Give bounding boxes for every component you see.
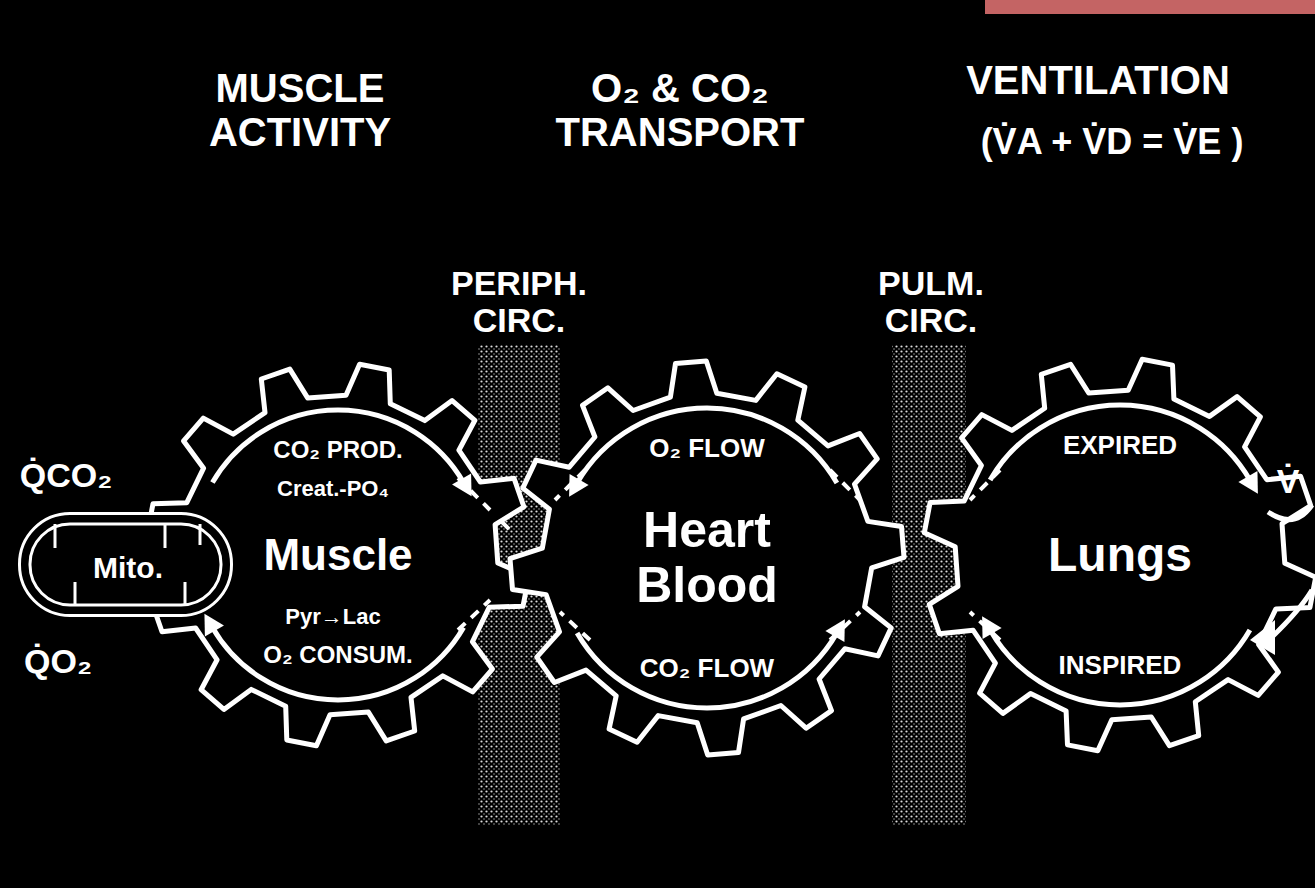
- mito-crista: [199, 524, 202, 545]
- heart-gear: Heart Blood O₂ FLOW CO₂ FLOW: [510, 361, 904, 755]
- gear-outline: [510, 361, 904, 755]
- formula-label: (V̇A + V̇D = V̇E ): [981, 122, 1244, 162]
- mito-inner: [30, 524, 221, 605]
- process-label: O₂ FLOW: [649, 434, 765, 463]
- process-label: Pyr→Lac: [285, 605, 380, 629]
- mito-crista: [164, 524, 167, 548]
- muscle-gear: Muscle CO₂ PROD. Creat.-PO₄ Pyr→Lac O₂ CONSU…: [146, 363, 530, 747]
- arrow-head: [204, 614, 224, 637]
- node-title: Mito.: [87, 551, 169, 584]
- mito-crista: [184, 582, 187, 605]
- mito-crista: [54, 524, 57, 548]
- transfer-dash: [830, 612, 860, 640]
- node-title: Heart Blood: [627, 503, 787, 613]
- transfer-dash: [555, 470, 585, 500]
- process-label: CO₂ FLOW: [640, 654, 774, 683]
- mitochondrion-capsule: Mito.: [18, 512, 233, 617]
- mito-crista: [74, 582, 77, 605]
- node-title: Lungs: [1048, 529, 1192, 582]
- lungs-gear: Lungs EXPIRED INSPIRED: [923, 358, 1315, 752]
- flow-arc: [212, 410, 463, 483]
- transfer-dash: [458, 600, 490, 630]
- vent-arrow: [1268, 505, 1312, 520]
- flow-arc: [212, 628, 463, 701]
- flow-arc: [577, 408, 837, 483]
- process-label: EXPIRED: [1063, 431, 1177, 460]
- section-heading: MUSCLE ACTIVITY: [170, 66, 430, 154]
- vent-arrow: [1272, 590, 1312, 637]
- flow-arc: [990, 630, 1250, 705]
- transfer-dash: [560, 612, 590, 640]
- section-heading: VENTILATION: [966, 58, 1230, 102]
- pulm-band: [892, 345, 966, 825]
- circulation-band: PULM. CIRC.: [846, 262, 1016, 827]
- vent-arrow-head: [1250, 620, 1275, 655]
- rate-label: Q̇CO₂: [20, 457, 113, 494]
- process-label: Creat.-PO₄: [277, 477, 389, 501]
- transfer-dash: [458, 478, 490, 510]
- arrow-head: [825, 619, 845, 642]
- flow-arc: [577, 633, 837, 708]
- arrow-head: [452, 474, 472, 497]
- transfer-dash: [502, 522, 514, 534]
- transfer-dash: [830, 470, 860, 500]
- rate-label: Q̇O₂: [24, 643, 92, 680]
- flow-symbol: V̇: [1277, 463, 1300, 500]
- mito-fill: [18, 512, 233, 617]
- process-label: O₂ CONSUM.: [263, 642, 412, 668]
- circulation-band: PERIPH. CIRC.: [434, 262, 604, 827]
- transfer-dash: [970, 612, 1000, 640]
- section-heading: O₂ & CO₂ TRANSPORT: [525, 66, 835, 154]
- transfer-dash: [970, 470, 1000, 500]
- process-label: INSPIRED: [1059, 651, 1182, 680]
- top-bar: [985, 0, 1315, 14]
- node-title: PULM. CIRC.: [846, 265, 1016, 340]
- node-title: PERIPH. CIRC.: [434, 265, 604, 340]
- arrow-head: [1238, 471, 1258, 494]
- node-title: Muscle: [263, 531, 412, 579]
- flow-arc: [990, 405, 1250, 480]
- process-label: CO₂ PROD.: [273, 437, 402, 463]
- gear-outline: [924, 359, 1315, 750]
